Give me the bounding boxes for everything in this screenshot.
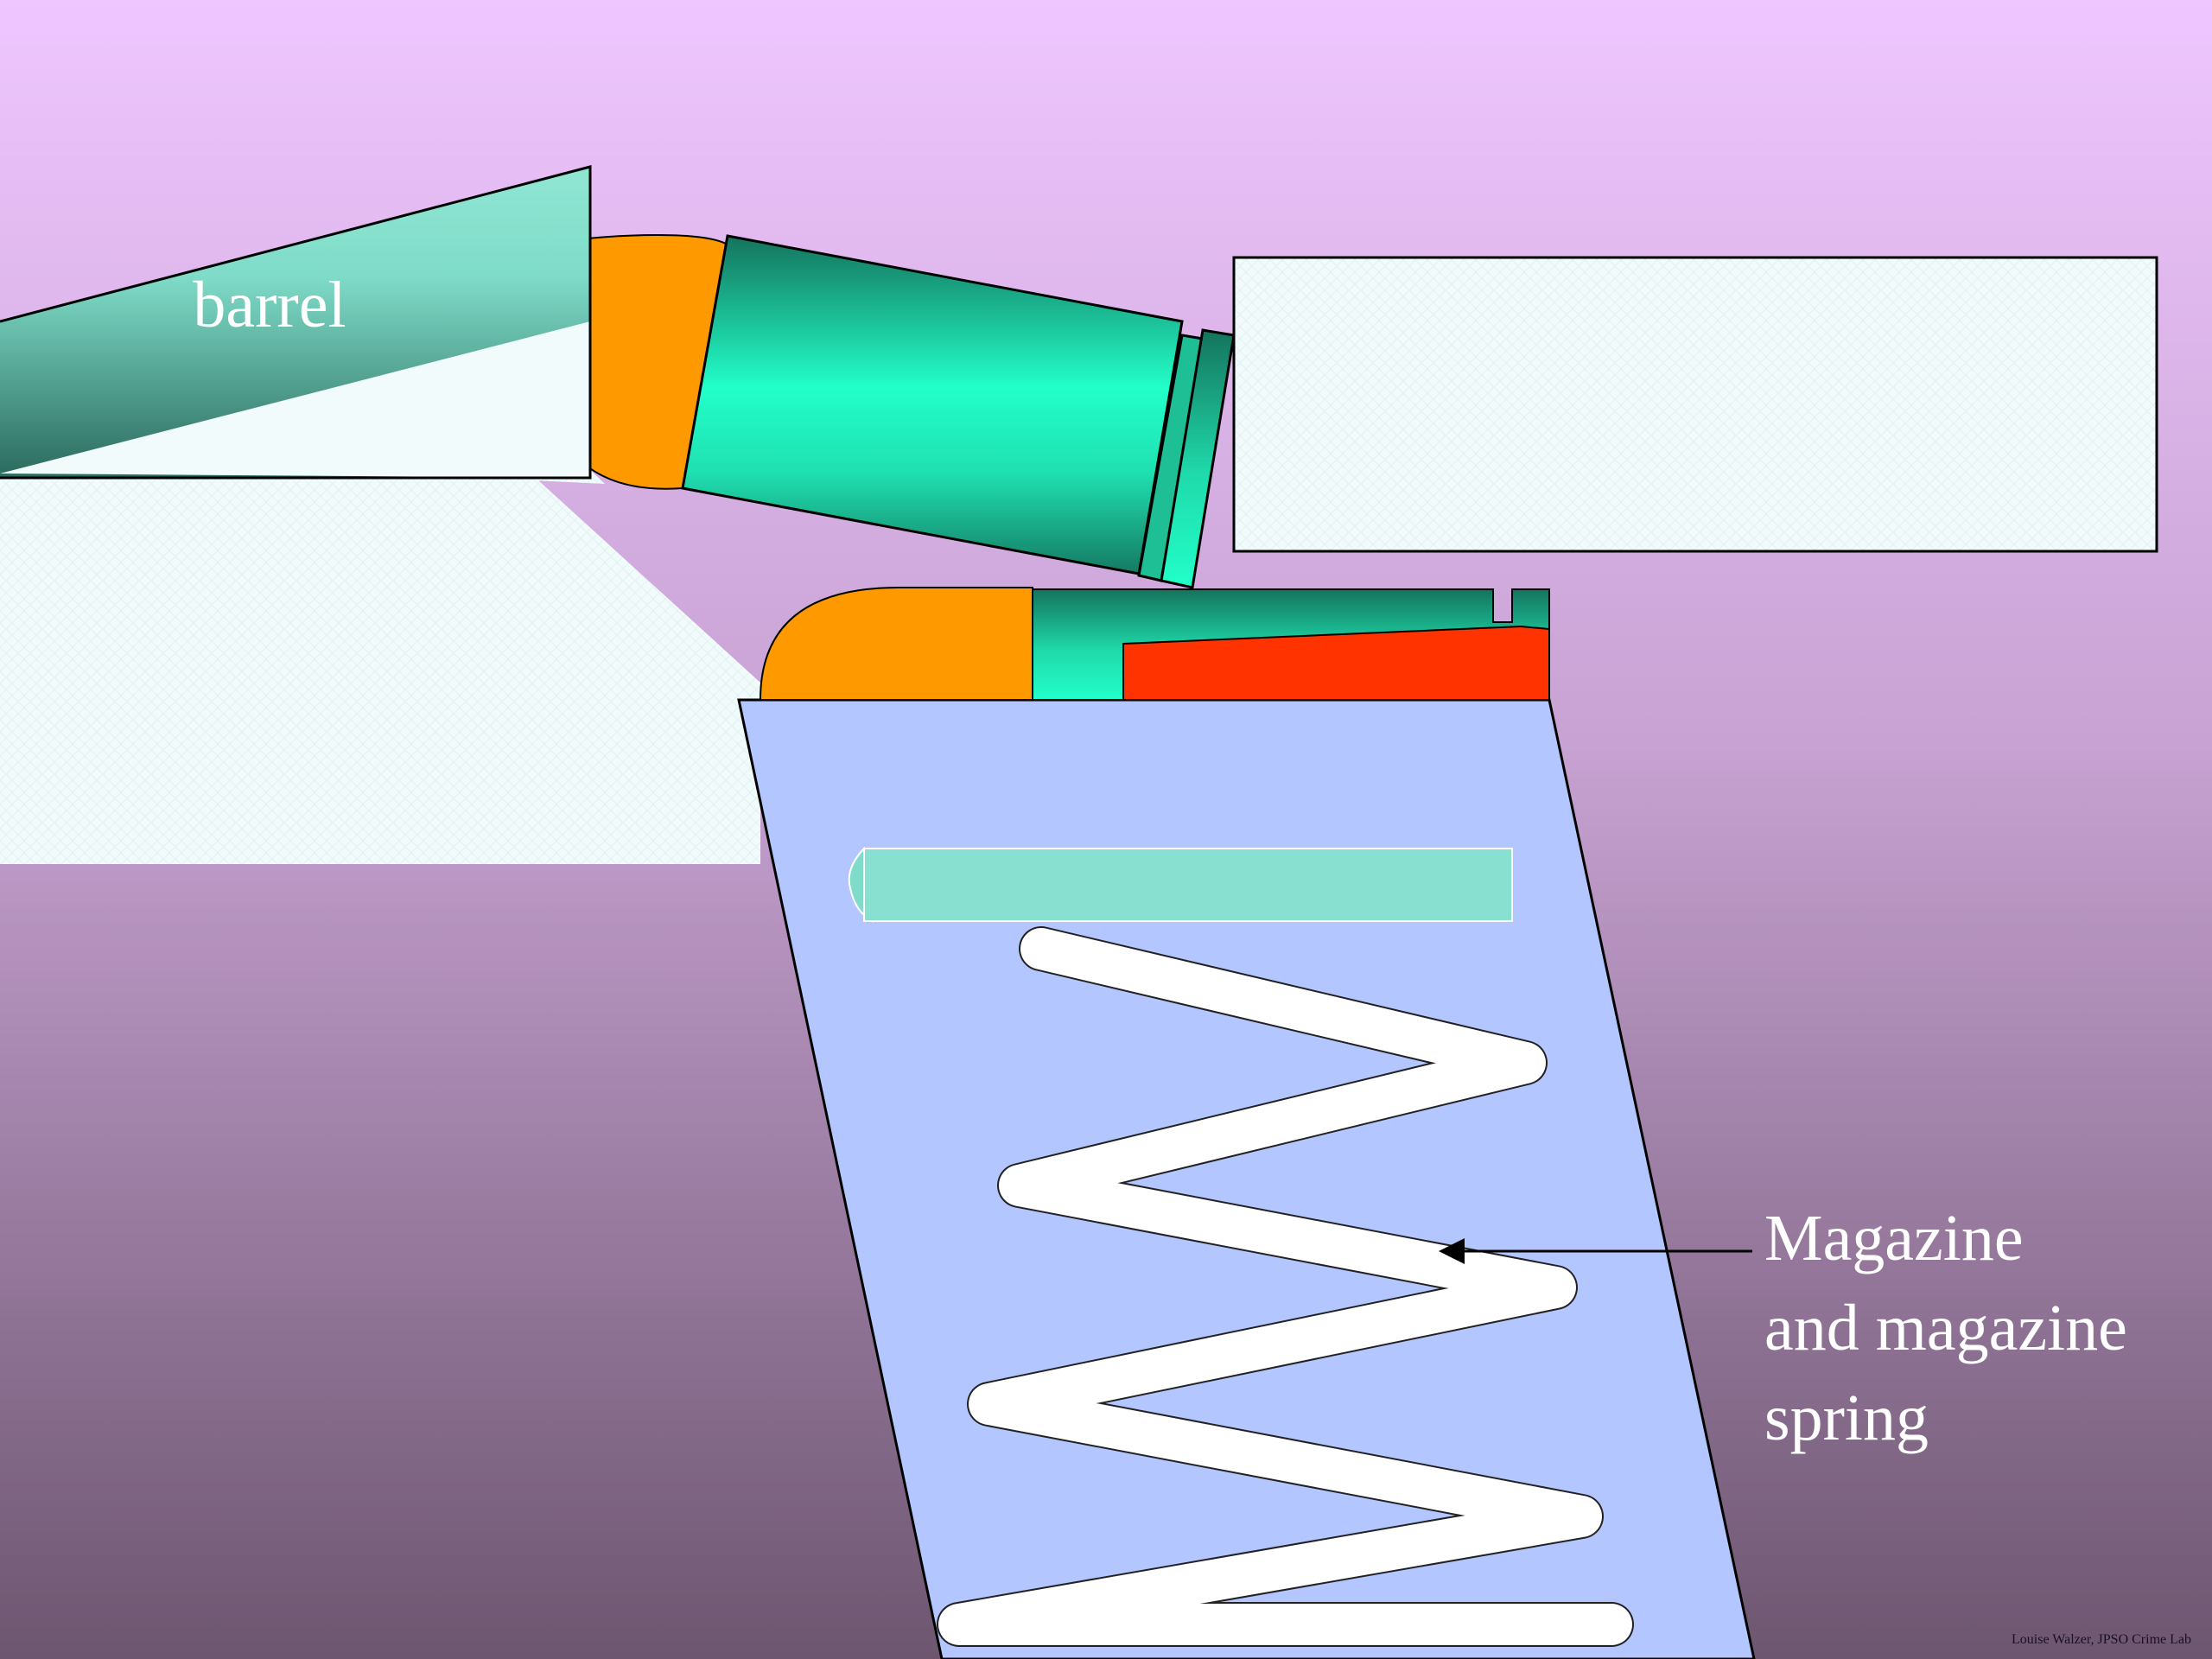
magazine-label: Magazine and magazine spring	[1764, 1202, 2127, 1454]
slide-block	[1232, 256, 2158, 553]
barrel-label: barrel	[193, 269, 346, 341]
spring-follower-plate	[848, 846, 1513, 923]
magazine-label-line2: and magazine	[1764, 1292, 2127, 1364]
chambering-cartridge-case	[681, 234, 1236, 589]
credit-text: Louise Walzer, JPSO Crime Lab	[2012, 1632, 2191, 1647]
magazine-follower	[1122, 625, 1550, 701]
magazine-label-line1: Magazine	[1764, 1202, 2024, 1274]
magazine-label-line3: spring	[1764, 1382, 1929, 1454]
barrel: barrel	[0, 165, 592, 480]
